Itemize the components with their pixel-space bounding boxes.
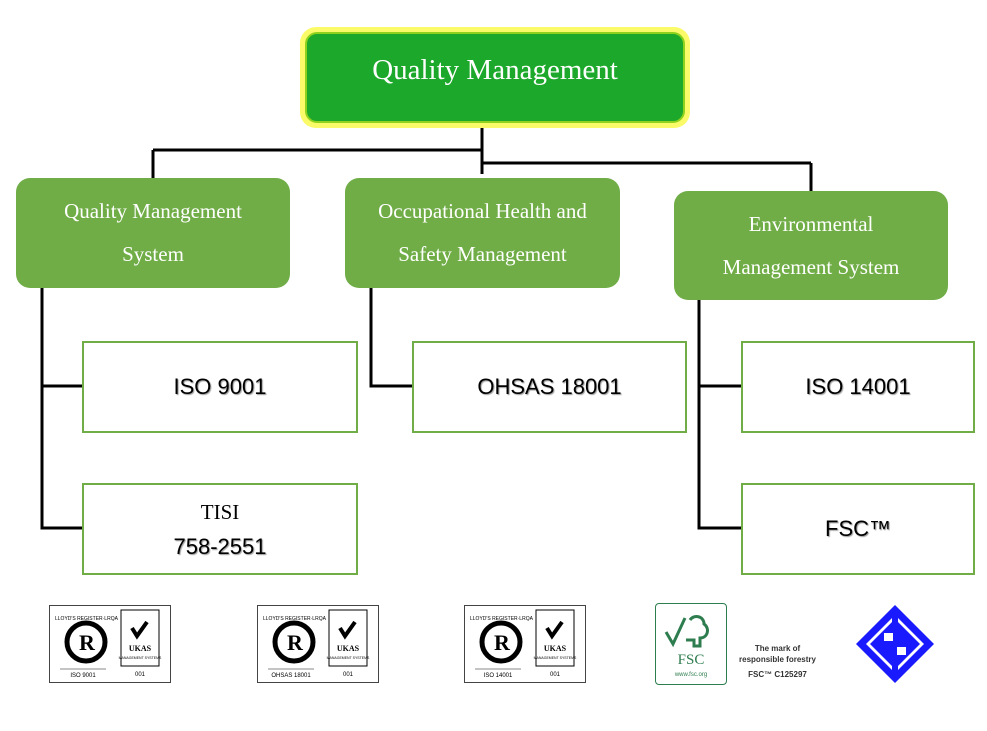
standard-label: ISO 14001: [805, 374, 911, 399]
svg-text:UKAS: UKAS: [129, 644, 152, 653]
standard-label: TISI: [200, 500, 240, 524]
standard-ohsas-18001: OHSAS 18001: [412, 341, 687, 433]
standard-label: ISO 9001: [173, 374, 267, 399]
category-label: System: [122, 242, 184, 266]
lrqa-iso-14001-logo: R LLOYD'S REGISTER·LRQA UKAS MANAGEMENT SYS…: [464, 605, 586, 683]
standard-tisi: TISI 758-2551: [82, 483, 358, 575]
standard-label: FSC™: [825, 516, 891, 541]
category-label: Safety Management: [398, 242, 567, 266]
svg-text:ISO 9001: ISO 9001: [70, 673, 96, 679]
svg-text:UKAS: UKAS: [544, 644, 567, 653]
svg-text:001: 001: [550, 672, 561, 678]
svg-text:ISO 14001: ISO 14001: [484, 673, 513, 679]
svg-text:MANAGEMENT SYSTEMS: MANAGEMENT SYSTEMS: [327, 656, 370, 660]
standard-iso-14001: ISO 14001: [741, 341, 975, 433]
category-label: Management System: [722, 254, 900, 279]
svg-text:LLOYD'S REGISTER·LRQA: LLOYD'S REGISTER·LRQA: [263, 616, 327, 622]
standard-fsc: FSC™: [741, 483, 975, 575]
lrqa-mark-icon: R LLOYD'S REGISTER·LRQA UKAS MANAGEMENT SYS…: [263, 609, 370, 679]
root-label: Quality Management: [305, 32, 685, 123]
svg-text:R: R: [287, 630, 304, 655]
root-node: Quality Management: [300, 27, 690, 128]
svg-text:MANAGEMENT SYSTEMS: MANAGEMENT SYSTEMS: [534, 656, 577, 660]
lrqa-ohsas-18001-logo: R LLOYD'S REGISTER·LRQA UKAS MANAGEMENT SYS…: [257, 605, 379, 683]
lrqa-mark-icon: R LLOYD'S REGISTER·LRQA UKAS MANAGEMENT SYS…: [470, 609, 577, 679]
category-ohs-management: Occupational Health and Safety Managemen…: [345, 178, 620, 288]
category-quality-management-system: Quality Management System: [16, 178, 290, 288]
category-label: Occupational Health and: [378, 199, 587, 223]
svg-text:UKAS: UKAS: [337, 644, 360, 653]
standard-label: OHSAS 18001: [477, 374, 622, 399]
svg-text:001: 001: [135, 672, 146, 678]
svg-text:LLOYD'S REGISTER·LRQA: LLOYD'S REGISTER·LRQA: [55, 616, 119, 622]
fsc-tree-icon: FSC www.fsc.org: [664, 615, 709, 678]
svg-text:R: R: [79, 630, 96, 655]
svg-text:www.fsc.org: www.fsc.org: [674, 672, 707, 678]
standard-number: 758-2551: [173, 534, 267, 559]
svg-text:LLOYD'S REGISTER·LRQA: LLOYD'S REGISTER·LRQA: [470, 616, 534, 622]
lrqa-mark-icon: R LLOYD'S REGISTER·LRQA UKAS MANAGEMENT SYS…: [55, 609, 162, 679]
tisi-logo-icon: [856, 605, 934, 683]
category-label: Quality Management: [64, 199, 242, 223]
svg-text:R: R: [494, 630, 511, 655]
lrqa-iso-9001-logo: R LLOYD'S REGISTER·LRQA UKAS MANAGEMENT SYS…: [49, 605, 171, 683]
svg-text:OHSAS 18001: OHSAS 18001: [271, 673, 311, 679]
fsc-logo: FSC www.fsc.org: [655, 603, 727, 685]
svg-text:MANAGEMENT SYSTEMS: MANAGEMENT SYSTEMS: [119, 656, 162, 660]
standard-iso-9001: ISO 9001: [82, 341, 358, 433]
category-label: Environmental: [748, 211, 874, 236]
svg-text:001: 001: [343, 672, 354, 678]
fsc-tagline: The mark of responsible forestry FSC™ C1…: [739, 644, 816, 679]
svg-text:FSC: FSC: [678, 652, 705, 668]
category-environmental-management-system: Environmental Management System: [674, 191, 948, 300]
